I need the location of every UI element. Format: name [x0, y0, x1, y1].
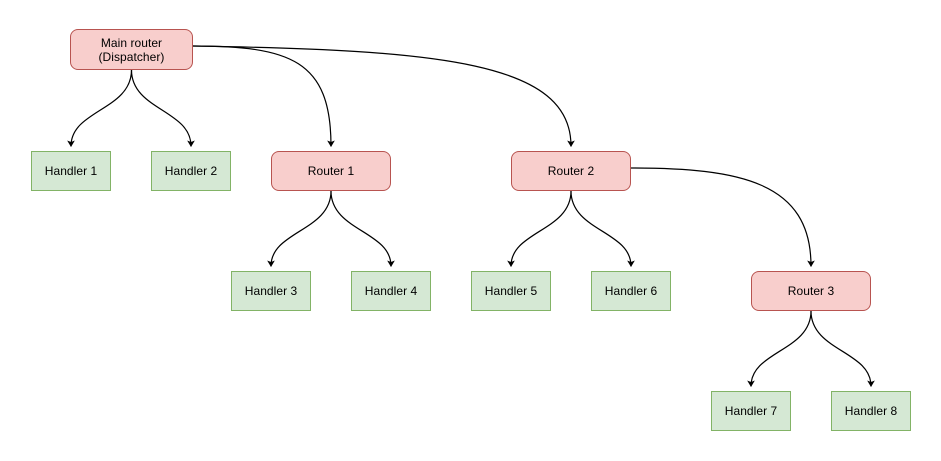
edge-router-1-to-handler-4: [330, 190, 395, 267]
edge-main-to-handler-1: [67, 69, 133, 147]
edge-main-to-router-2: [192, 45, 575, 147]
edge-router-2-to-handler-6: [570, 190, 635, 267]
edge-main-to-router-1: [192, 45, 335, 147]
node-label-handler-8: Handler 8: [844, 404, 898, 418]
node-label-handler-5: Handler 5: [484, 284, 538, 298]
node-label-handler-7: Handler 7: [724, 404, 778, 418]
edges-group: [67, 45, 875, 387]
node-router-1[interactable]: Router 1: [271, 151, 391, 191]
node-router-2[interactable]: Router 2: [511, 151, 631, 191]
node-handler-2[interactable]: Handler 2: [151, 151, 231, 191]
edge-router-2-to-router-3: [630, 167, 815, 267]
node-label-router-1: Router 1: [307, 164, 355, 178]
edge-router-2-to-handler-5: [507, 190, 572, 267]
node-label-handler-2: Handler 2: [164, 164, 218, 178]
node-handler-4[interactable]: Handler 4: [351, 271, 431, 311]
node-label-handler-6: Handler 6: [604, 284, 658, 298]
node-handler-3[interactable]: Handler 3: [231, 271, 311, 311]
edge-router-1-to-handler-3: [267, 190, 332, 267]
node-handler-5[interactable]: Handler 5: [471, 271, 551, 311]
node-label-handler-1: Handler 1: [44, 164, 98, 178]
node-main-router[interactable]: Main router (Dispatcher): [70, 29, 193, 70]
node-label-router-2: Router 2: [547, 164, 595, 178]
node-label-router-3: Router 3: [787, 284, 835, 298]
edge-main-to-handler-2: [130, 69, 195, 147]
node-label-main-router: Main router (Dispatcher): [98, 35, 165, 64]
node-label-handler-4: Handler 4: [364, 284, 418, 298]
edge-router-3-to-handler-7: [747, 310, 812, 387]
node-label-handler-3: Handler 3: [244, 284, 298, 298]
node-router-3[interactable]: Router 3: [751, 271, 871, 311]
node-handler-7[interactable]: Handler 7: [711, 391, 791, 431]
node-handler-8[interactable]: Handler 8: [831, 391, 911, 431]
node-handler-6[interactable]: Handler 6: [591, 271, 671, 311]
edge-router-3-to-handler-8: [810, 310, 875, 387]
node-handler-1[interactable]: Handler 1: [31, 151, 111, 191]
